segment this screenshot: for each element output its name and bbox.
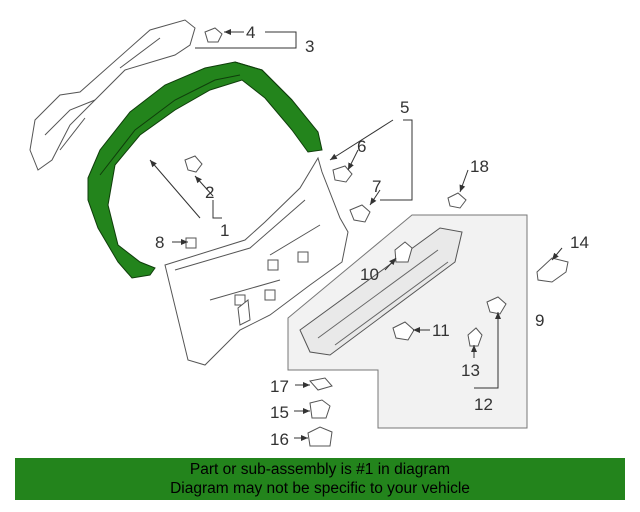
clip-2: [184, 155, 203, 173]
callout-4: 4: [246, 23, 255, 42]
callout-16: 16: [270, 430, 289, 449]
callout-18: 18: [470, 157, 489, 176]
callout-12: 12: [474, 395, 493, 414]
clip-13: [467, 327, 483, 347]
callout-7: 7: [372, 177, 381, 196]
callout-11: 11: [432, 321, 450, 340]
upper-garnish-highlighted: [87, 61, 323, 279]
clip-15: [309, 399, 331, 419]
lower-garnish-region: [287, 214, 528, 429]
callout-17: 17: [270, 377, 289, 396]
clip-7: [349, 204, 371, 223]
callout-13: 13: [461, 361, 480, 380]
parts-diagram: 1 2 3 4 5 6 7 8 9 10 11 12 13 14 15 16 1…: [29, 19, 589, 449]
tailgate-panel: [164, 156, 349, 366]
clip-16: [307, 426, 333, 447]
callout-9: 9: [535, 311, 544, 330]
callout-6: 6: [357, 137, 366, 156]
clip-12: [486, 296, 507, 315]
callout-labels: 1 2 3 4 5 6 7 8 9 10 11 12 13 14 15 16 1…: [155, 23, 589, 449]
clip-6: [332, 165, 353, 183]
clip-8: [185, 237, 197, 249]
callout-2: 2: [205, 183, 214, 202]
callout-5: 5: [400, 98, 409, 117]
lamp-14: [536, 257, 569, 283]
callout-1: 1: [220, 221, 229, 240]
banner-line-1: Part or sub-assembly is #1 in diagram: [189, 461, 451, 478]
info-banner: Part or sub-assembly is #1 in diagram Di…: [15, 458, 625, 500]
clip-17: [309, 377, 333, 391]
clip-18: [447, 192, 467, 209]
banner-line-2: Diagram may not be specific to your vehi…: [170, 480, 470, 497]
upper-trim-rail: [29, 19, 196, 171]
callout-10: 10: [360, 265, 379, 284]
callout-14: 14: [570, 233, 589, 252]
callout-15: 15: [270, 403, 289, 422]
callout-8: 8: [155, 233, 164, 252]
callout-3: 3: [305, 37, 314, 56]
leader-lines: [150, 29, 563, 441]
clip-4: [204, 27, 223, 43]
clip-11: [392, 321, 415, 341]
